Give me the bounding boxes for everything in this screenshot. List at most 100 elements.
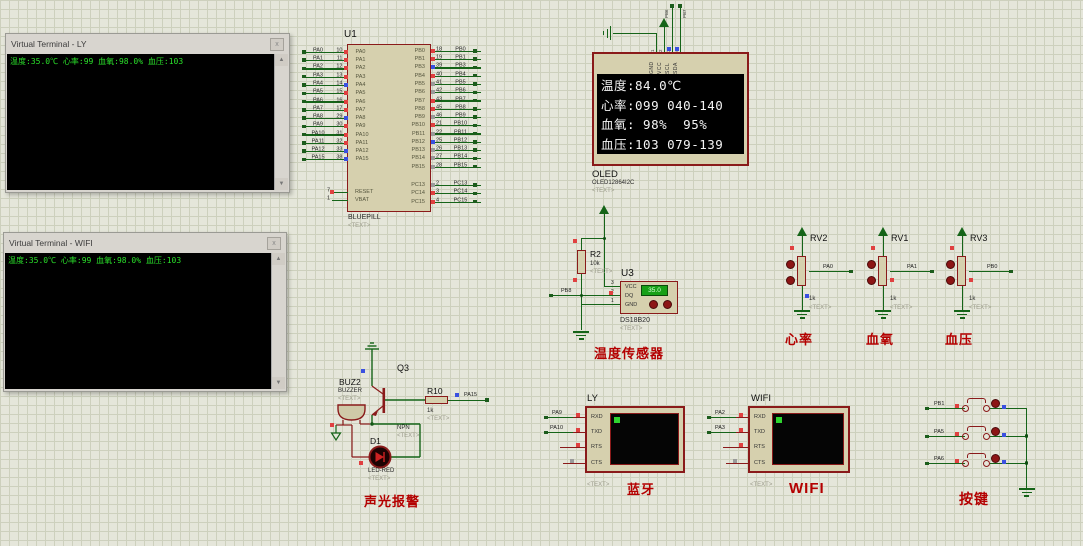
mcu-pin-row[interactable]: PA9 30 PA9 (302, 122, 388, 130)
close-icon[interactable]: x (267, 236, 281, 250)
key-push-button[interactable] (991, 399, 1000, 408)
mcu-pin-row[interactable]: PA12 33 PA12 (302, 147, 388, 155)
pot-body[interactable] (797, 256, 806, 286)
pin-net-label: PA0 (313, 47, 323, 54)
mcu-pin-row[interactable]: PB5 41 PB5 (398, 79, 484, 88)
key-contact (962, 405, 969, 412)
mcu-pin-row[interactable]: PA10 31 PA10 (302, 130, 388, 138)
pin-inner-label: PB6 (414, 89, 425, 96)
scroll-up-icon[interactable]: ▲ (275, 54, 288, 66)
mcu-pin-row[interactable]: 1 VBAT (322, 195, 392, 204)
pot-body[interactable] (957, 256, 966, 286)
wire-endpoint (473, 49, 477, 53)
mcu-pin-row[interactable]: PB14 27 PB14 (398, 154, 484, 162)
terminal-title-bar[interactable]: Virtual Terminal - LY x (6, 34, 289, 54)
mcu-body[interactable] (347, 44, 431, 212)
mcu-pin-row[interactable]: PC13 2 PC13 (398, 181, 484, 189)
pin-net-label: PA8 (313, 113, 323, 120)
mcu-pin-row[interactable]: PA2 12 PA2 (302, 64, 388, 72)
mcu-pin-row[interactable]: PA1 11 PA1 (302, 56, 388, 64)
close-icon[interactable]: x (270, 37, 284, 51)
pin-number: 25 (436, 137, 443, 144)
pin-number: 32 (336, 138, 343, 145)
pin-inner-label: PA9 (355, 123, 366, 130)
pin-net-label: PB15 (453, 162, 468, 169)
mcu-pin-row[interactable]: PB9 46 PB9 (398, 113, 484, 121)
pot-top-wire (882, 236, 884, 257)
pin-stub (563, 463, 585, 465)
pin-number: 21 (436, 120, 443, 127)
pin-state-indicator (431, 98, 435, 103)
temp-down-button[interactable] (663, 300, 672, 309)
mcu-pin-row[interactable]: PA7 17 PA7 (302, 105, 388, 114)
temp-up-button[interactable] (649, 300, 658, 309)
key-net-label: PA5 (934, 428, 944, 435)
pot-top-wire (961, 236, 963, 257)
virtual-terminal-ly-window[interactable]: Virtual Terminal - LY x 温度:35.0℃ 心率:99 血… (5, 33, 290, 193)
pin-net-label: PB12 (453, 137, 468, 144)
mcu-pin-row[interactable]: PB13 26 PB13 (398, 146, 484, 154)
scroll-down-icon[interactable]: ▼ (275, 178, 288, 190)
pin-inner-label: PC14 (411, 190, 425, 197)
oled-display-line: 心率:099 040-140 (601, 97, 724, 113)
pot-decrease-button[interactable] (786, 276, 795, 285)
power-icon (878, 227, 888, 236)
mcu-pin-row[interactable]: PB1 19 PB1 (398, 55, 484, 63)
mcu-pin-row[interactable]: PB6 42 PB6 (398, 88, 484, 96)
mcu-pin-row[interactable]: PA6 16 PA6 (302, 97, 388, 105)
oled-pin-name: VCC (657, 61, 663, 74)
key-wire (927, 462, 965, 464)
mcu-pin-row[interactable]: PA8 29 PA8 (302, 114, 388, 122)
key-push-button[interactable] (991, 454, 1000, 463)
terminal-scrollbar[interactable]: ▲ ▼ (271, 253, 285, 389)
scroll-up-icon[interactable]: ▲ (272, 253, 285, 265)
mcu-pin-row[interactable]: 7 RESET (322, 187, 392, 196)
mcu-pin-row[interactable]: PA15 38 PA15 (302, 155, 388, 163)
pot-body[interactable] (878, 256, 887, 286)
module-status-led (614, 417, 620, 423)
wire-junction (1024, 434, 1029, 438)
mcu-pin-row[interactable]: PB10 21 PB10 (398, 121, 484, 129)
mcu-pin-row[interactable]: PB8 45 PB8 (398, 104, 484, 113)
pin-state-indicator (890, 278, 894, 282)
pin-state-indicator (431, 156, 435, 161)
pin-inner-label: PB13 (411, 147, 425, 154)
mcu-pin-row[interactable]: PA0 10 PA0 (302, 47, 388, 56)
terminal-scrollbar[interactable]: ▲ ▼ (274, 54, 288, 190)
mcu-pin-row[interactable]: PB0 18 PB0 (398, 46, 484, 55)
pot-increase-button[interactable] (946, 260, 955, 269)
terminal-output-area[interactable]: 温度:35.0℃ 心率:99 血氧:98.0% 血压:103 ▲ ▼ (7, 54, 288, 190)
mcu-pin-row[interactable]: PB3 39 PB3 (398, 63, 484, 71)
pin-number: 26 (436, 145, 443, 152)
pot-increase-button[interactable] (786, 260, 795, 269)
scroll-down-icon[interactable]: ▼ (272, 377, 285, 389)
base-resistor-body[interactable] (425, 396, 448, 404)
key-push-button[interactable] (991, 427, 1000, 436)
mcu-pin-row[interactable]: PB4 40 PB4 (398, 71, 484, 80)
mcu-pin-row[interactable]: PA11 32 PA11 (302, 138, 388, 147)
pullup-resistor-body[interactable] (576, 250, 586, 274)
terminal-output-area[interactable]: 温度:35.0℃ 心率:99 血氧:98.0% 血压:103 ▲ ▼ (5, 253, 285, 389)
sensor-pin-number: 1 (611, 298, 614, 304)
pin-inner-label: PB4 (414, 72, 425, 79)
oled-pin-name: SDA (673, 62, 679, 74)
virtual-terminal-wifi-window[interactable]: Virtual Terminal - WIFI x 温度:35.0℃ 心率:99… (3, 232, 287, 392)
mcu-pin-row[interactable]: PA4 14 PA4 (302, 80, 388, 89)
ground-icon (794, 310, 810, 321)
terminal-title-bar[interactable]: Virtual Terminal - WIFI x (4, 233, 286, 253)
mcu-pin-row[interactable]: PB12 25 PB12 (398, 137, 484, 146)
mcu-pin-row[interactable]: PB15 28 PB15 (398, 162, 484, 171)
alarm-caption: 声光报警 (364, 494, 421, 509)
mcu-pin-row[interactable]: PC15 4 PC15 (398, 197, 484, 206)
mcu-pin-row[interactable]: PA5 15 PA5 (302, 89, 388, 97)
mcu-pin-row[interactable]: PC14 3 PC14 (398, 189, 484, 197)
pot-decrease-button[interactable] (867, 276, 876, 285)
pot-decrease-button[interactable] (946, 276, 955, 285)
mcu-pin-row[interactable]: PB11 22 PB11 (398, 129, 484, 137)
mcu-pin-row[interactable]: PA3 13 PA3 (302, 72, 388, 81)
key-row: PB1 (925, 398, 1035, 418)
pin-stub (573, 432, 585, 434)
mcu-pin-row[interactable]: PB7 43 PB7 (398, 96, 484, 104)
oled-text-tag: <TEXT> (592, 188, 615, 194)
pot-increase-button[interactable] (867, 260, 876, 269)
